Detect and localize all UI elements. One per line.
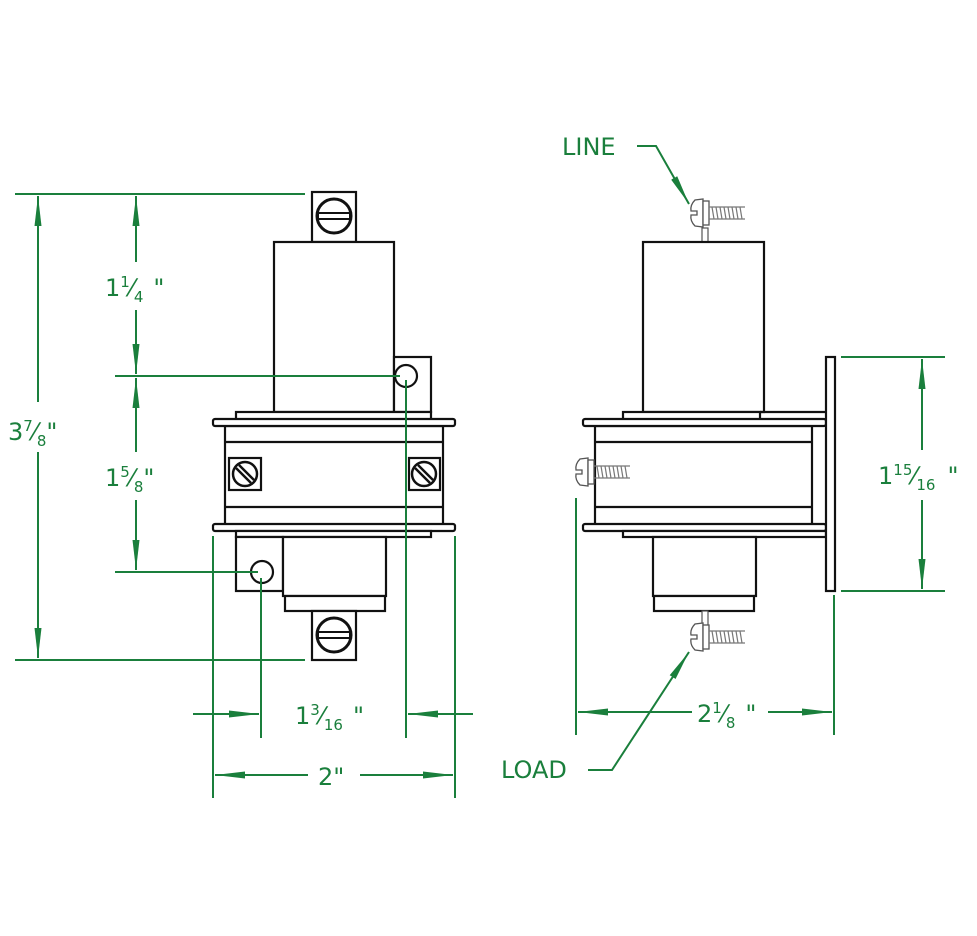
side-depth-label: 21⁄8" xyxy=(697,699,756,732)
bracket-height-label: 115⁄16" xyxy=(878,461,959,494)
upper-body xyxy=(272,240,396,414)
line-leader-arrow xyxy=(637,145,690,205)
left-drum-screw-icon xyxy=(231,460,259,488)
front-view xyxy=(211,190,457,662)
flange-width-label: 2" xyxy=(318,763,344,791)
lower-body-cap xyxy=(283,594,387,613)
side-view xyxy=(575,198,837,652)
side-lower-body xyxy=(651,535,758,598)
hole-to-hole-horizontal-label: 13⁄16" xyxy=(295,701,364,734)
upper-flange xyxy=(211,417,457,428)
bottom-terminal-screw-icon xyxy=(315,616,353,654)
mounting-bracket xyxy=(824,355,837,593)
side-dimensions: 115⁄16" 21⁄8" LINE LOAD xyxy=(501,133,959,784)
load-terminal-screw-icon xyxy=(690,622,746,652)
overall-height-label: 37⁄8" xyxy=(8,417,57,450)
load-leader-arrow xyxy=(588,651,690,771)
line-label: LINE xyxy=(562,133,616,161)
lower-body xyxy=(281,535,388,598)
line-terminal-screw-icon xyxy=(690,198,746,228)
right-drum-screw-icon xyxy=(410,460,438,488)
side-upper-flange xyxy=(581,417,828,428)
top-terminal-screw-icon xyxy=(315,197,353,235)
side-upper-body xyxy=(641,240,766,414)
top-to-upper-hole-label: 11⁄4" xyxy=(105,273,164,306)
hole-to-hole-vertical-label: 15⁄8" xyxy=(105,463,154,496)
load-label: LOAD xyxy=(501,756,567,784)
side-lower-body-cap xyxy=(652,594,756,613)
